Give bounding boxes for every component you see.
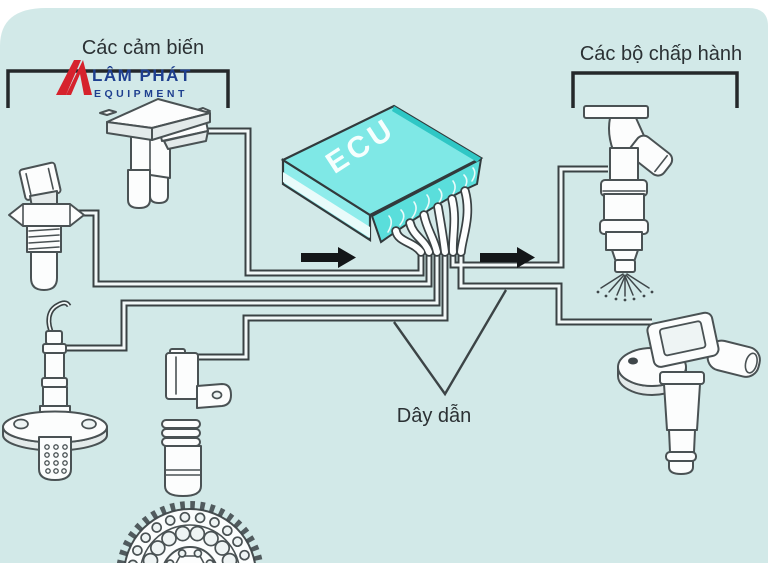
wiring-label: Dây dẫn: [397, 404, 472, 427]
maf-sensor: [99, 98, 211, 209]
ecu-wire-tubes: [391, 186, 473, 257]
injector-spray: [600, 273, 650, 297]
crankshaft-position-sensor: [161, 348, 232, 497]
injector-spray-droplets: [596, 290, 654, 302]
page-bottom-border: [0, 563, 768, 576]
page-top-border: [0, 0, 768, 8]
fuel-injector: [583, 105, 674, 302]
wiring-harness: [62, 127, 652, 361]
logo-name: LÂM PHÁT: [92, 66, 192, 85]
ignition-coil: [617, 311, 761, 475]
flow-arrow-left-icon: [301, 247, 356, 268]
wiring-label-pointer: [393, 289, 508, 397]
lam-phat-logo: LÂM PHÁT EQUIPMENT: [56, 60, 192, 100]
gear-outer-holes: [127, 511, 250, 571]
sensors-group-bracket: [6, 69, 230, 108]
logo-mark-icon: [56, 60, 81, 95]
flow-arrow-right-icon: [480, 247, 535, 268]
actuators-group-label: Các bộ chấp hành: [580, 43, 742, 65]
logo-subtitle: EQUIPMENT: [94, 88, 188, 100]
oxygen-sensor: [2, 300, 108, 481]
ecu-unit: ECU: [280, 104, 484, 257]
oxygen-sensor-perforations: [44, 444, 68, 474]
actuators-group-bracket: [571, 71, 739, 108]
sensors-group-label: Các cảm biến: [82, 37, 204, 59]
coolant-temperature-sensor: [8, 161, 85, 291]
